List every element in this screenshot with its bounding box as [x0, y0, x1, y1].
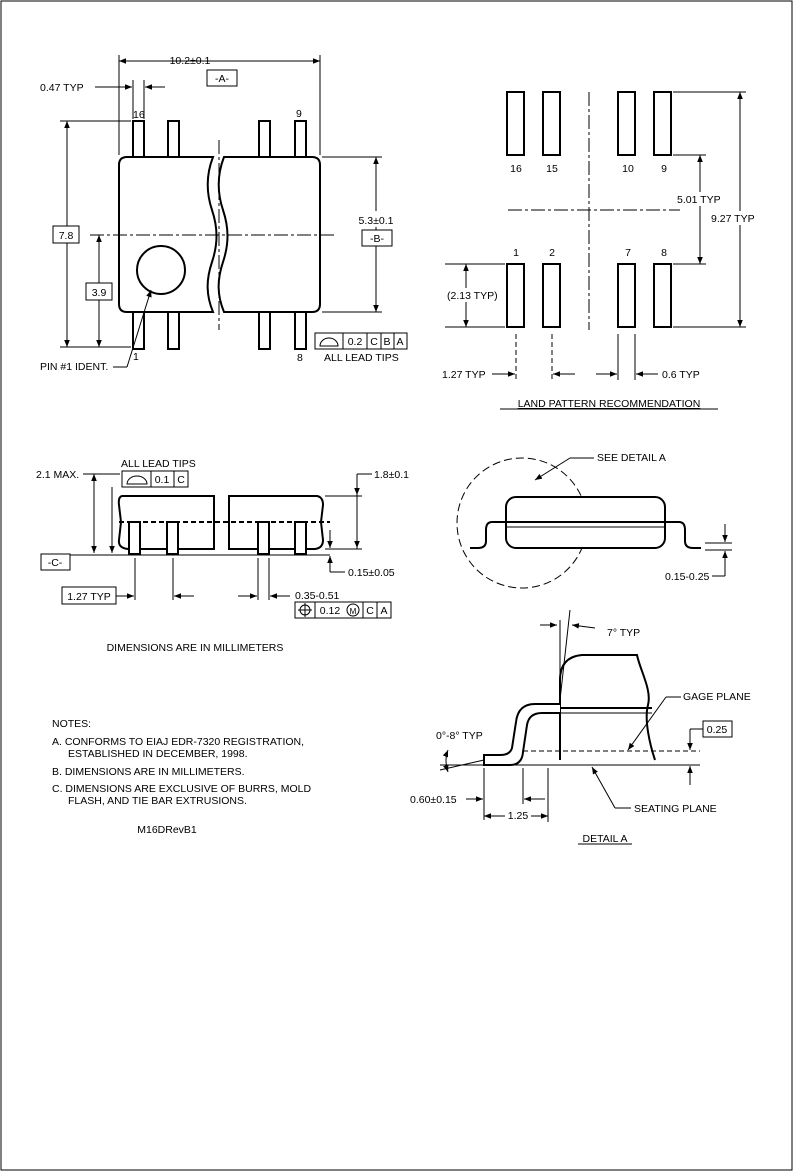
- pad-9: [653, 91, 672, 156]
- lead-15: [167, 120, 180, 160]
- lp-pin-10: 10: [622, 163, 634, 175]
- pad-10: [617, 91, 636, 156]
- fcf-tol: 0.2: [348, 336, 363, 348]
- pin1-ident-label: PIN #1 IDENT.: [40, 361, 108, 373]
- lp-pin-2: 2: [549, 247, 555, 259]
- max-height-label: 2.1 MAX.: [36, 469, 79, 481]
- standoff-label: 0.15±0.05: [348, 567, 395, 579]
- all-lead-tips-label: ALL LEAD TIPS: [324, 352, 399, 364]
- side-view: 2.1 MAX. ALL LEAD TIPS 0.1 C 1.8±0.1 0.1…: [36, 458, 409, 619]
- pin1-dimple: [136, 245, 186, 295]
- pin-16-label: 16: [133, 109, 145, 121]
- half-dim-label: 3.9: [92, 287, 107, 299]
- land-pattern-title: LAND PATTERN RECOMMENDATION: [518, 398, 701, 410]
- side-all-lead-tips-label: ALL LEAD TIPS: [121, 458, 196, 470]
- lp-pin-16: 16: [510, 163, 522, 175]
- fcf-ref1: C: [370, 336, 378, 348]
- pad-15: [542, 91, 561, 156]
- see-detail-label: SEE DETAIL A: [597, 452, 666, 464]
- pad-2: [542, 263, 561, 328]
- pos-tol: 0.12: [320, 605, 341, 617]
- fcf-ref3: A: [396, 336, 403, 348]
- datum-a-label: -A-: [215, 73, 230, 85]
- lp-pin-1: 1: [513, 247, 519, 259]
- angle-top-label: 7° TYP: [607, 627, 640, 639]
- lp-pin-9: 9: [661, 163, 667, 175]
- lp-pin-8: 8: [661, 247, 667, 259]
- seating-plane-label: SEATING PLANE: [634, 803, 717, 815]
- lp-pin-15: 15: [546, 163, 558, 175]
- pad-8: [653, 263, 672, 328]
- side-fcf-tol: 0.1: [155, 474, 170, 486]
- outer-dim-label: 9.27 TYP: [711, 213, 755, 225]
- inner-dim-label: 5.01 TYP: [677, 194, 721, 206]
- lead-10: [258, 120, 271, 160]
- lead-width-label: 0.47 TYP: [40, 82, 84, 94]
- note-a-line1: A. CONFORMS TO EIAJ EDR-7320 REGISTRATIO…: [52, 736, 304, 748]
- overall-length-label: 7.8: [59, 230, 74, 242]
- side-pitch-label: 1.27 TYP: [67, 591, 111, 603]
- body-dim-label: 5.3±0.1: [359, 215, 394, 227]
- end-view: SEE DETAIL A 0.15-0.25: [456, 452, 732, 589]
- lead-thickness-label: 0.15-0.25: [665, 571, 710, 583]
- gage-plane-label: GAGE PLANE: [683, 691, 751, 703]
- land-pattern: 16 15 10 9 1 2 7 8 5.01 TYP 9.27 TYP (2.…: [442, 91, 765, 410]
- top-view: 10.2±0.1 -A- 0.47 TYP 16 9 1 8 7.8 3.9 5…: [40, 55, 408, 373]
- lead-7: [258, 308, 271, 350]
- pos-mod: M: [350, 607, 357, 616]
- note-c-line1: C. DIMENSIONS ARE EXCLUSIVE OF BURRS, MO…: [52, 783, 311, 795]
- lp-pitch-label: 1.27 TYP: [442, 369, 486, 381]
- datum-b-label: -B-: [370, 233, 385, 245]
- note-a-line2: ESTABLISHED IN DECEMBER, 1998.: [68, 748, 248, 760]
- pin-8-label: 8: [297, 352, 303, 364]
- gage-dim-label: 0.25: [707, 724, 728, 736]
- pad-16: [506, 91, 525, 156]
- detail-a-title: DETAIL A: [583, 833, 628, 845]
- pos-ref1: C: [366, 605, 374, 617]
- width-dim-label: 10.2±0.1: [170, 55, 211, 67]
- body-height-label: 1.8±0.1: [374, 469, 409, 481]
- lead-2: [167, 308, 180, 350]
- side-fcf-ref: C: [177, 474, 185, 486]
- foot-angle-label: 0°-8° TYP: [436, 730, 483, 742]
- units-note: DIMENSIONS ARE IN MILLIMETERS: [107, 642, 284, 654]
- pad-width-label: 0.6 TYP: [662, 369, 700, 381]
- drawing-id: M16DRevB1: [137, 824, 197, 836]
- mmc-icon: [346, 603, 360, 617]
- pin-9-label: 9: [296, 108, 302, 120]
- pad-7: [617, 263, 636, 328]
- lp-pin-7: 7: [625, 247, 631, 259]
- lead-length-label: 1.25: [508, 810, 529, 822]
- notes: NOTES: A. CONFORMS TO EIAJ EDR-7320 REGI…: [52, 718, 311, 836]
- lead-range-label: 0.35-0.51: [295, 590, 340, 602]
- lead-16: [132, 120, 145, 160]
- pos-ref2: A: [380, 605, 387, 617]
- lead-9: [294, 120, 307, 160]
- foot-length-label: 0.60±0.15: [410, 794, 457, 806]
- datum-c-label: -C-: [48, 557, 63, 569]
- profile-surface-icon: [319, 337, 339, 347]
- note-c-line2: FLASH, AND TIE BAR EXTRUSIONS.: [68, 795, 247, 807]
- detail-a: 7° TYP GAGE PLANE 0.25 0°-8° TYP 0.60±0.…: [410, 609, 751, 845]
- notes-heading: NOTES:: [52, 718, 91, 730]
- side-profile-icon: [126, 475, 148, 485]
- lead-8: [294, 308, 307, 350]
- note-b: B. DIMENSIONS ARE IN MILLIMETERS.: [52, 766, 245, 778]
- pad-1: [506, 263, 525, 328]
- fcf-ref2: B: [383, 336, 390, 348]
- pad-length-label: (2.13 TYP): [447, 290, 498, 302]
- detail-lead: [483, 703, 560, 766]
- pin-1-label: 1: [133, 351, 139, 363]
